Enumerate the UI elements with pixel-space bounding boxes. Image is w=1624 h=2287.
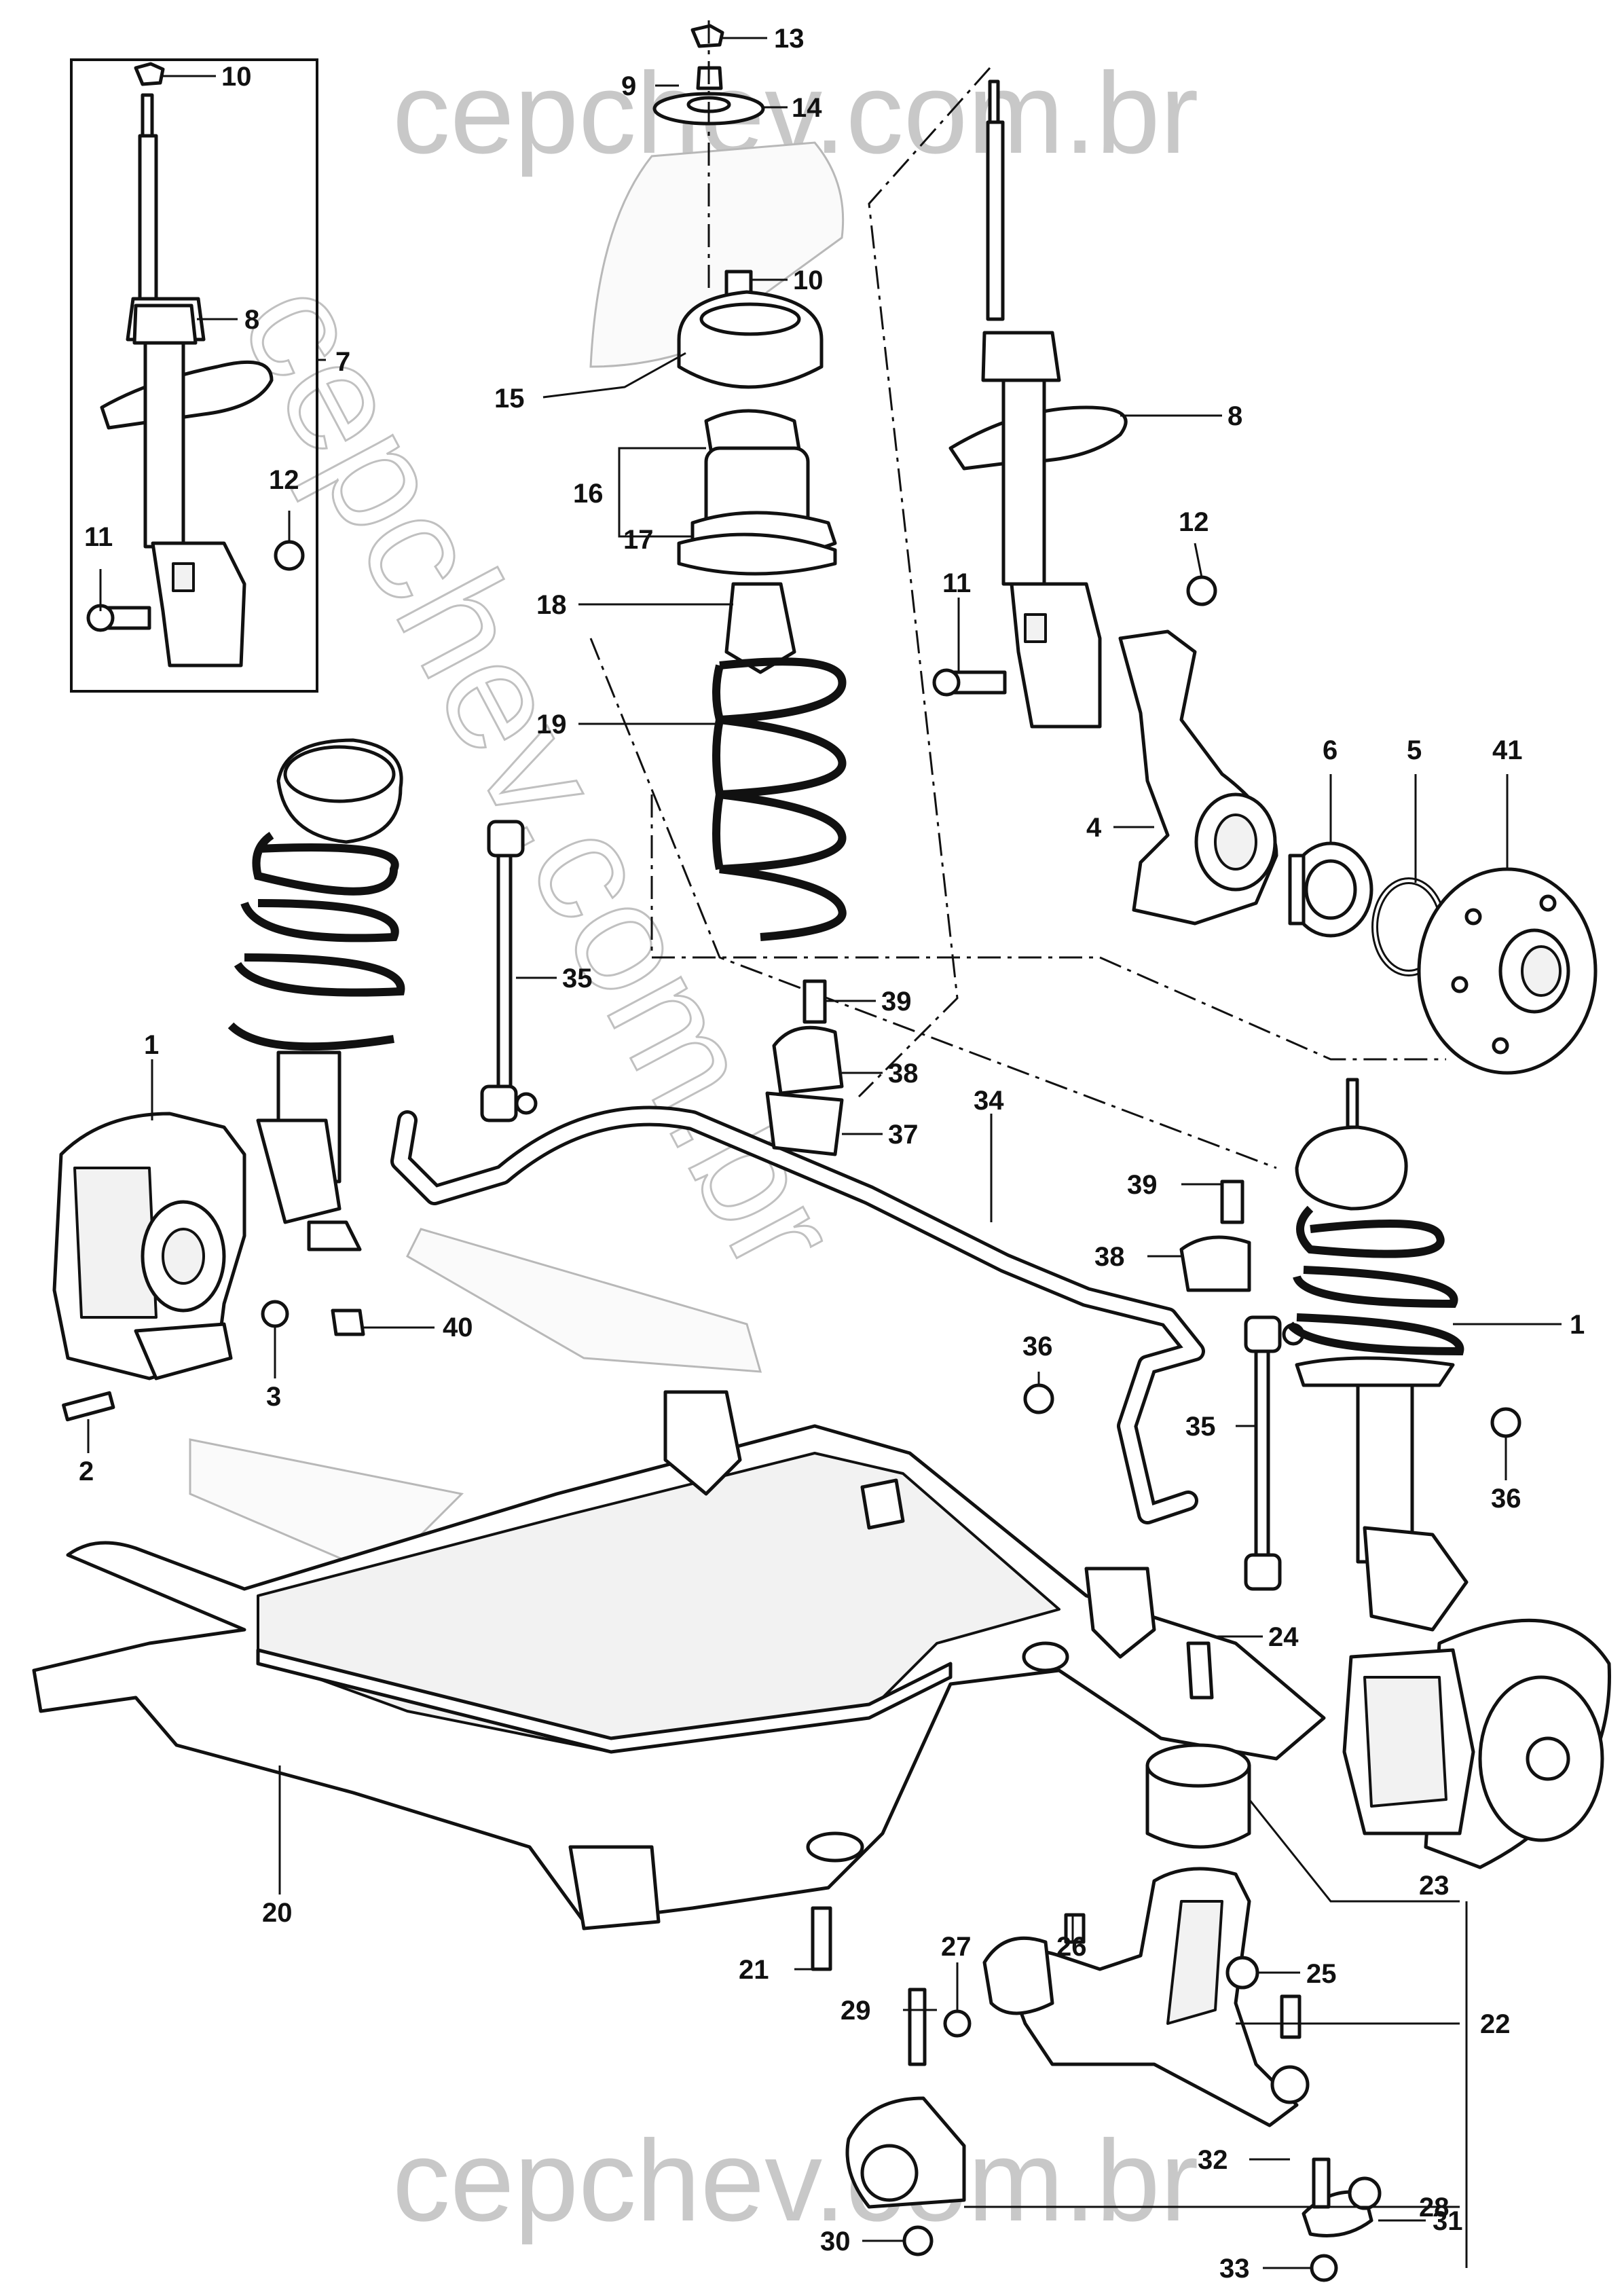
coil-spring [712,657,847,941]
callout-11: 11 [942,568,971,598]
callout-numbers: 10 8 7 12 11 13 9 14 10 15 16 17 18 19 8… [79,24,1585,2284]
callout-41: 41 [1492,735,1523,765]
callout-29: 29 [841,1996,871,2026]
callout-16: 16 [573,479,604,509]
mount-stack [652,24,837,674]
callout-6: 6 [1323,735,1337,765]
callout-1: 1 [144,1030,159,1060]
nut-27 [943,2009,972,2038]
callout-18: 18 [536,590,567,620]
watermark-bottom: cepchev.com.br [392,2117,1198,2246]
strut-tower-ghost [589,141,845,368]
strut-assembly-left-1 [227,738,405,1224]
nut-3 [261,1300,289,1328]
nut-25 [1225,1956,1259,1990]
callout-36: 36 [1022,1332,1053,1361]
stabilizer-link-right-35 [1244,1315,1305,1591]
callout-30: 30 [820,2227,851,2256]
axis-line [650,794,1446,1061]
strut-assembly-inset [86,62,305,667]
bushing-23 [1145,1743,1251,1849]
callout-35: 35 [562,964,593,993]
leader-lines [87,37,1562,2269]
callout-36: 36 [1491,1484,1521,1514]
nut-33 [1310,2254,1338,2282]
callout-17: 17 [623,525,654,555]
callout-9: 9 [621,71,636,101]
callout-23: 23 [1419,1871,1450,1901]
callout-32: 32 [1198,2145,1228,2175]
callout-39: 39 [1127,1170,1158,1200]
bolt-2 [62,1391,115,1422]
callout-22: 22 [1480,2009,1511,2039]
callout-40: 40 [443,1313,473,1342]
callout-8: 8 [1228,401,1242,431]
wheel-bearing-6 [1288,841,1373,938]
callout-2: 2 [79,1457,94,1486]
brake-caliper-knuckle-left [52,1112,246,1380]
lower-control-arm-22 [982,1867,1310,2127]
nut-30 [902,2225,934,2256]
callout-19: 19 [536,710,567,739]
inset-frame [70,58,318,693]
callout-21: 21 [739,1955,769,1985]
strut-assembly-right-1 [1287,1078,1469,1632]
callout-3: 3 [266,1382,281,1412]
bar-bushing-bracket-left [765,979,844,1156]
callout-26: 26 [1056,1932,1087,1962]
callout-5: 5 [1407,735,1422,765]
callout-37: 37 [888,1120,919,1150]
callout-15: 15 [494,384,525,414]
callout-33: 33 [1219,2254,1250,2284]
callout-10: 10 [793,266,824,295]
callout-13: 13 [774,24,805,54]
wheel-hub-41 [1417,867,1598,1075]
callout-4: 4 [1086,813,1102,843]
bolt-21 [811,1906,832,1971]
callout-1: 1 [1570,1310,1585,1340]
steering-knuckle-4 [1118,629,1278,926]
stabilizer-link-left-35 [480,820,538,1122]
stabilizer-bar-34 [390,1105,1205,1524]
callout-20: 20 [262,1898,293,1928]
bar-bushing-bracket-right [1179,1179,1251,1292]
callout-34: 34 [974,1086,1004,1116]
strut-right-exploded [932,79,1217,729]
ball-joint-31 [1302,2157,1382,2237]
nut-36-right [1490,1407,1521,1438]
callout-28: 28 [1419,2193,1450,2222]
callout-24: 24 [1268,1622,1299,1652]
bolt-26 [1064,1913,1086,1944]
callout-31: 31 [1433,2206,1463,2236]
rear-bushing-28 [845,1988,966,2209]
callout-27: 27 [941,1932,972,1962]
callout-12: 12 [269,465,299,495]
brake-caliper-disc-right [1342,1618,1611,1869]
callout-12: 12 [1179,507,1209,537]
callout-10: 10 [221,62,252,92]
bolt-24 [1186,1641,1214,1700]
callout-38: 38 [1094,1242,1125,1272]
axis-line [857,67,991,1098]
callout-25: 25 [1306,1959,1337,1989]
callout-38: 38 [888,1059,919,1088]
callout-8: 8 [244,305,259,335]
tie-rod-end [307,1220,362,1251]
callout-11: 11 [84,522,113,552]
callout-39: 39 [881,987,912,1017]
axis-line [589,638,1277,1169]
nut-36-left [1023,1383,1054,1414]
steering-rack-ghost [406,1228,762,1373]
callout-35: 35 [1185,1412,1216,1442]
bushing-40 [331,1309,365,1336]
subframe-crossmember-20 [32,1390,1326,1931]
callout-14: 14 [792,93,822,123]
callout-7: 7 [335,347,350,377]
